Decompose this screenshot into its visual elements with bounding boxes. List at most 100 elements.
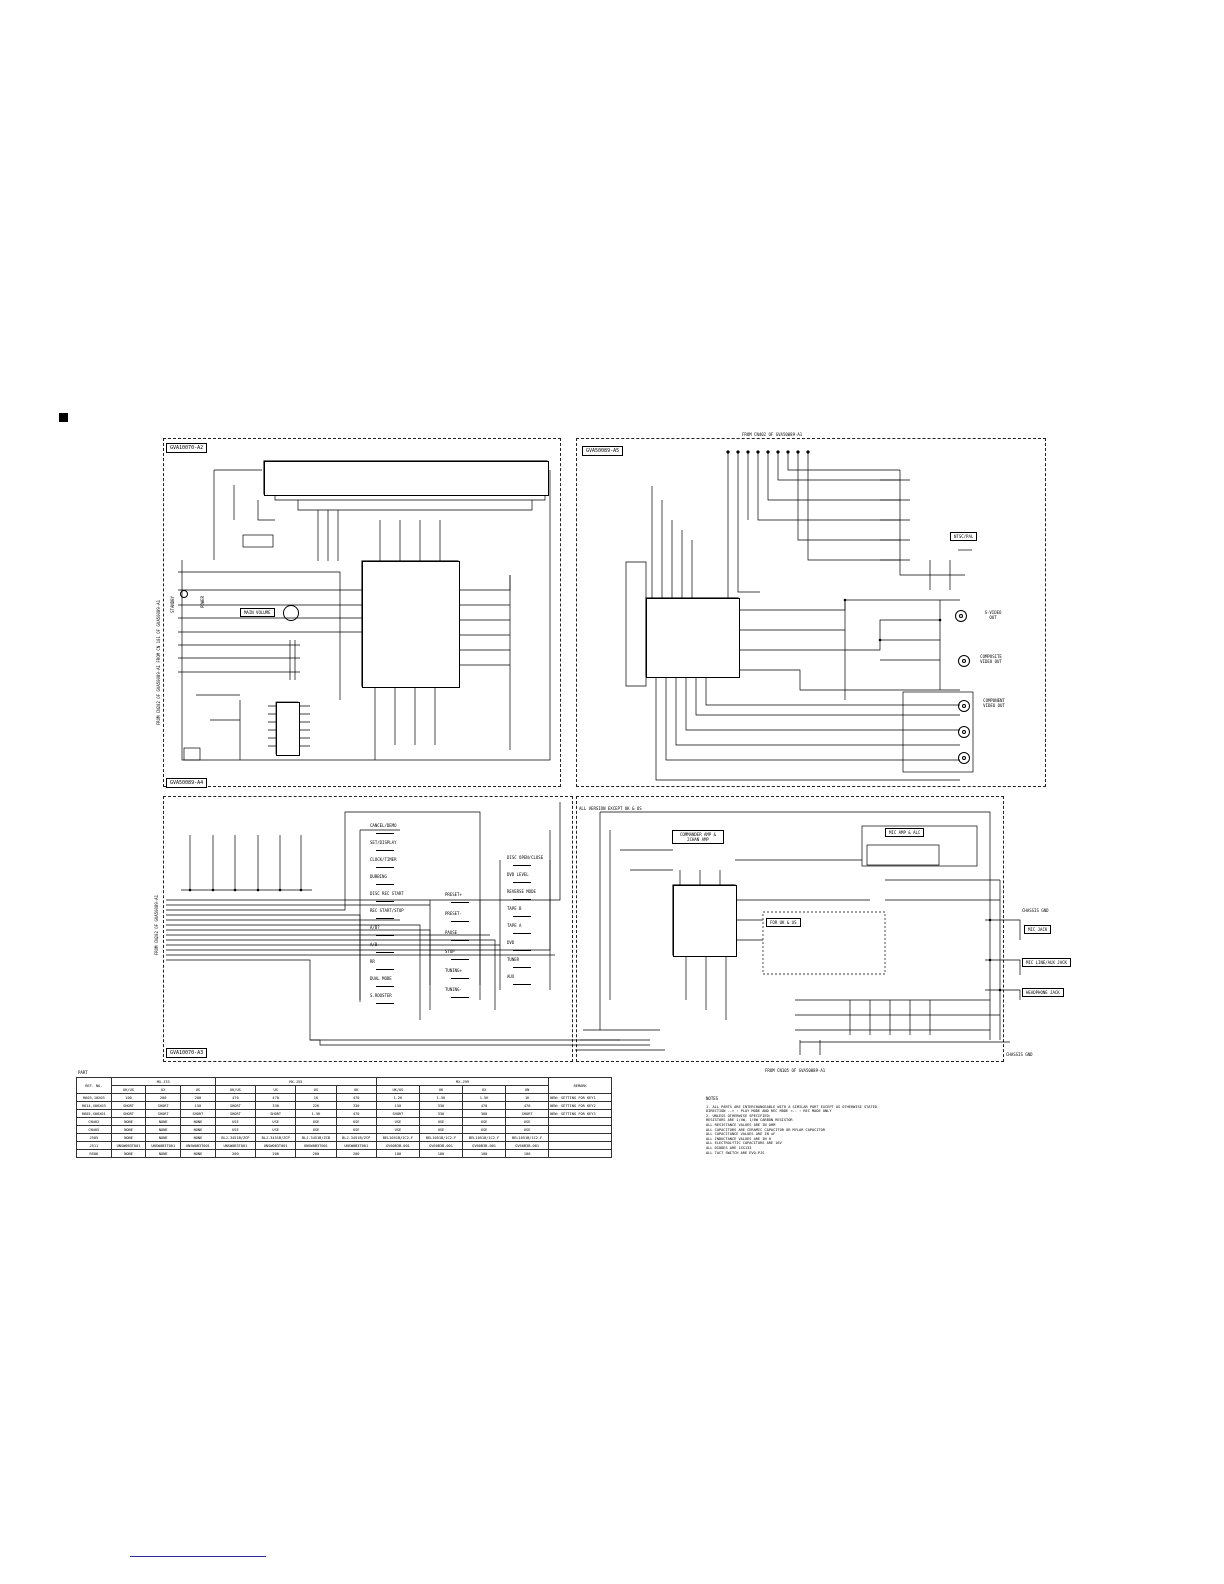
tact-switch-icon <box>513 947 531 951</box>
table-cell: UNSW0B3T001 <box>214 1141 257 1150</box>
table-cell: BLJ-3451B/ZCP <box>255 1133 297 1142</box>
table-sub-header: UK/US <box>110 1085 147 1094</box>
note-line: 2. UNLESS OTHERWISE SPECIFIED: <box>706 1113 771 1118</box>
panel-mic-board <box>576 796 1004 1062</box>
table-cell: 470 <box>505 1101 550 1110</box>
table-cell: UNSW0B3T001 <box>180 1141 216 1150</box>
table-sub-header: US <box>295 1085 337 1094</box>
panel-tag-a5: GVA50089-A5 <box>582 446 624 456</box>
table-cell: GV60B3B-001 <box>375 1141 420 1150</box>
table-cell: BLJ-3451B/ZCB <box>295 1133 337 1142</box>
from-cn-bottom-label: FROM CN105 OF GVA50089-A1 <box>765 1068 826 1073</box>
table-cell: USE <box>418 1125 464 1134</box>
table-cell: UNSW0B3T001 <box>335 1141 377 1150</box>
switch-label: REC START/STOP <box>370 908 404 913</box>
note-line: ALL DIODES ARE 1SS133 <box>706 1145 752 1150</box>
table-cell: 200 <box>255 1149 297 1158</box>
version-note: ALL VERSION EXCEPT UK & US <box>579 806 642 811</box>
table-cell: NONE <box>145 1149 182 1158</box>
note-line: DIRECTION --> : PLAY MODE AND REC MODE <… <box>706 1109 832 1114</box>
table-cell: NEW: SETTING FOR KEY3 <box>548 1109 612 1118</box>
table-ref-header: REF. NO. <box>76 1077 112 1094</box>
component-out-label: COMPONENT VIDEO OUT <box>983 698 1005 708</box>
table-cell: SHORT <box>145 1109 182 1118</box>
table-sub-header: UK/US <box>375 1085 420 1094</box>
tact-switch-icon <box>451 937 469 941</box>
note-line: ALL TACT SWITCH ARE EVQ-PJS <box>706 1150 765 1155</box>
panel-tag-a4: GVA50089-A4 <box>166 778 208 788</box>
table-sub-header: UK <box>335 1085 377 1094</box>
table-cell: BLJ-3451B/ZCP <box>214 1133 257 1142</box>
component-jack-pb-icon <box>958 726 970 738</box>
table-cell: BEL1051B/1C2-F <box>505 1133 550 1142</box>
composite-out-label: COMPOSITE VIDEO OUT <box>980 654 1002 664</box>
tact-switch-icon <box>513 913 531 917</box>
table-cell <box>548 1117 612 1126</box>
table-cell: USE <box>418 1117 464 1126</box>
table-sub-header: UK/US <box>214 1085 257 1094</box>
table-cell: NEW: SETTING FOR KEY2 <box>548 1101 612 1110</box>
tact-switch-icon <box>376 966 394 970</box>
table-cell: J511 <box>76 1141 112 1150</box>
table-cell: 200 <box>214 1149 257 1158</box>
table-cell: USE <box>335 1125 377 1134</box>
tact-switch-icon <box>451 994 469 998</box>
table-group-header: REMARK <box>548 1077 612 1094</box>
switch-label: DUBBING <box>370 874 387 879</box>
table-cell <box>548 1133 612 1142</box>
switch-label: PAUSE <box>445 930 458 935</box>
switch-label: A/B- <box>370 942 380 947</box>
table-cell: 300 <box>462 1109 507 1118</box>
from-cn402-label: FROM CN402 OF GVA50089-A1 <box>742 432 803 437</box>
tact-switch-icon <box>513 896 531 900</box>
table-cell: UNSW0B3T001 <box>295 1141 337 1150</box>
notes-block: NOTES 1. ALL PARTS ARE INTERCHANGEABLE W… <box>706 1096 906 1155</box>
from-cn-left-label: FROM CN202 OF GVA50089-A1 FROM CN 101 OF… <box>156 600 161 726</box>
panel-tag-a3: GVA10070-A3 <box>166 1048 208 1058</box>
table-cell: 1K <box>505 1093 550 1102</box>
commander-amp-ic <box>673 885 737 957</box>
table-cell: NONE <box>180 1117 216 1126</box>
switch-label: REVERSE MODE <box>507 889 536 894</box>
table-cell: 1.5K <box>462 1093 507 1102</box>
for-uk-us-label: FOR UK & US <box>766 918 801 927</box>
switch-label: A/B? <box>370 925 380 930</box>
table-cell: NONE <box>180 1133 216 1142</box>
table-cell: NONE <box>110 1125 147 1134</box>
note-line: ALL RESISTANCE VALUES ARE IN OHM <box>706 1122 776 1127</box>
tact-switch-icon <box>451 899 469 903</box>
table-cell: 1.5K <box>418 1093 464 1102</box>
ntsc-pal-label: NTSC/PAL <box>950 532 978 541</box>
table-cell: 470 <box>255 1093 297 1102</box>
switch-label: DVD <box>507 940 515 945</box>
table-cell: 330 <box>335 1101 377 1110</box>
table-sub-header: UN <box>505 1085 550 1094</box>
composite-jack-icon <box>958 655 970 667</box>
panel-video-board <box>576 438 1046 787</box>
notes-title: NOTES <box>706 1096 719 1101</box>
table-cell: 200 <box>180 1093 216 1102</box>
switch-label: TUNING- <box>445 987 462 992</box>
tact-switch-icon <box>376 864 394 868</box>
table-cell: NONE <box>145 1117 182 1126</box>
table-cell: NONE <box>110 1149 147 1158</box>
table-cell: USE <box>375 1117 420 1126</box>
table-cell: R614,X06X03 <box>76 1101 112 1110</box>
table-cell: USE <box>335 1117 377 1126</box>
commander-amp-label: COMMANDER AMP & 2CHAN AMP <box>672 830 724 844</box>
table-cell: NONE <box>110 1133 147 1142</box>
tact-switch-icon <box>513 862 531 866</box>
tact-switch-icon <box>376 1000 394 1004</box>
table-cell: GV60B3B-001 <box>505 1141 550 1150</box>
table-cell: 330 <box>255 1101 297 1110</box>
table-cell: 1.2K <box>375 1093 420 1102</box>
switch-label: PRESET- <box>445 911 462 916</box>
table-cell: SHORT <box>110 1109 147 1118</box>
table-cell: USE <box>295 1117 337 1126</box>
chassis-gnd-label: CHASSIS GND <box>1022 908 1049 913</box>
